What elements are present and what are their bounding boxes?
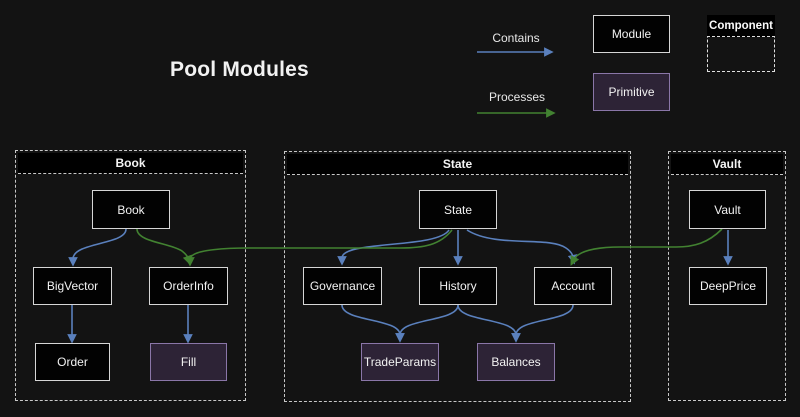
legend-module-box: Module [593,15,670,53]
container-state: State [284,151,631,402]
container-vault: Vault [668,151,786,401]
container-book-label: Book [18,153,243,174]
node-fill: Fill [150,343,227,381]
node-bigvector: BigVector [33,267,112,305]
node-orderinfo-label: OrderInfo [163,279,214,293]
node-account: Account [534,267,612,305]
node-book-label: Book [117,202,145,217]
legend-component-label: Component [707,15,775,37]
node-history-label: History [439,279,477,293]
node-state: State [419,190,497,229]
legend-contains-label: Contains [492,31,540,45]
node-history: History [419,267,497,305]
node-governance-label: Governance [309,279,376,293]
node-account-label: Account [551,279,595,293]
page-title: Pool Modules [170,58,309,81]
node-balances-label: Balances [491,355,541,369]
legend-primitive-box: Primitive [593,73,670,111]
node-vault-label: Vault [714,202,741,217]
container-book: Book [15,150,246,401]
node-order-label: Order [57,355,88,369]
container-state-label: State [287,154,628,175]
legend-component-box: Component [707,15,775,72]
legend-primitive-label: Primitive [608,85,655,99]
node-balances: Balances [477,343,555,381]
node-order: Order [35,343,110,381]
node-bigvector-label: BigVector [46,279,99,293]
node-book: Book [92,190,170,229]
node-vault: Vault [689,190,766,229]
legend-module-label: Module [611,27,652,41]
container-vault-label: Vault [671,154,783,175]
node-orderinfo: OrderInfo [149,267,228,305]
node-deepprice-label: DeepPrice [699,279,757,293]
node-fill-label: Fill [180,355,197,369]
node-deepprice: DeepPrice [689,267,767,305]
node-state-label: State [443,202,473,217]
node-tradeparams: TradeParams [361,343,439,381]
node-governance: Governance [303,267,382,305]
legend-processes-label: Processes [488,90,546,104]
node-tradeparams-label: TradeParams [363,355,437,369]
